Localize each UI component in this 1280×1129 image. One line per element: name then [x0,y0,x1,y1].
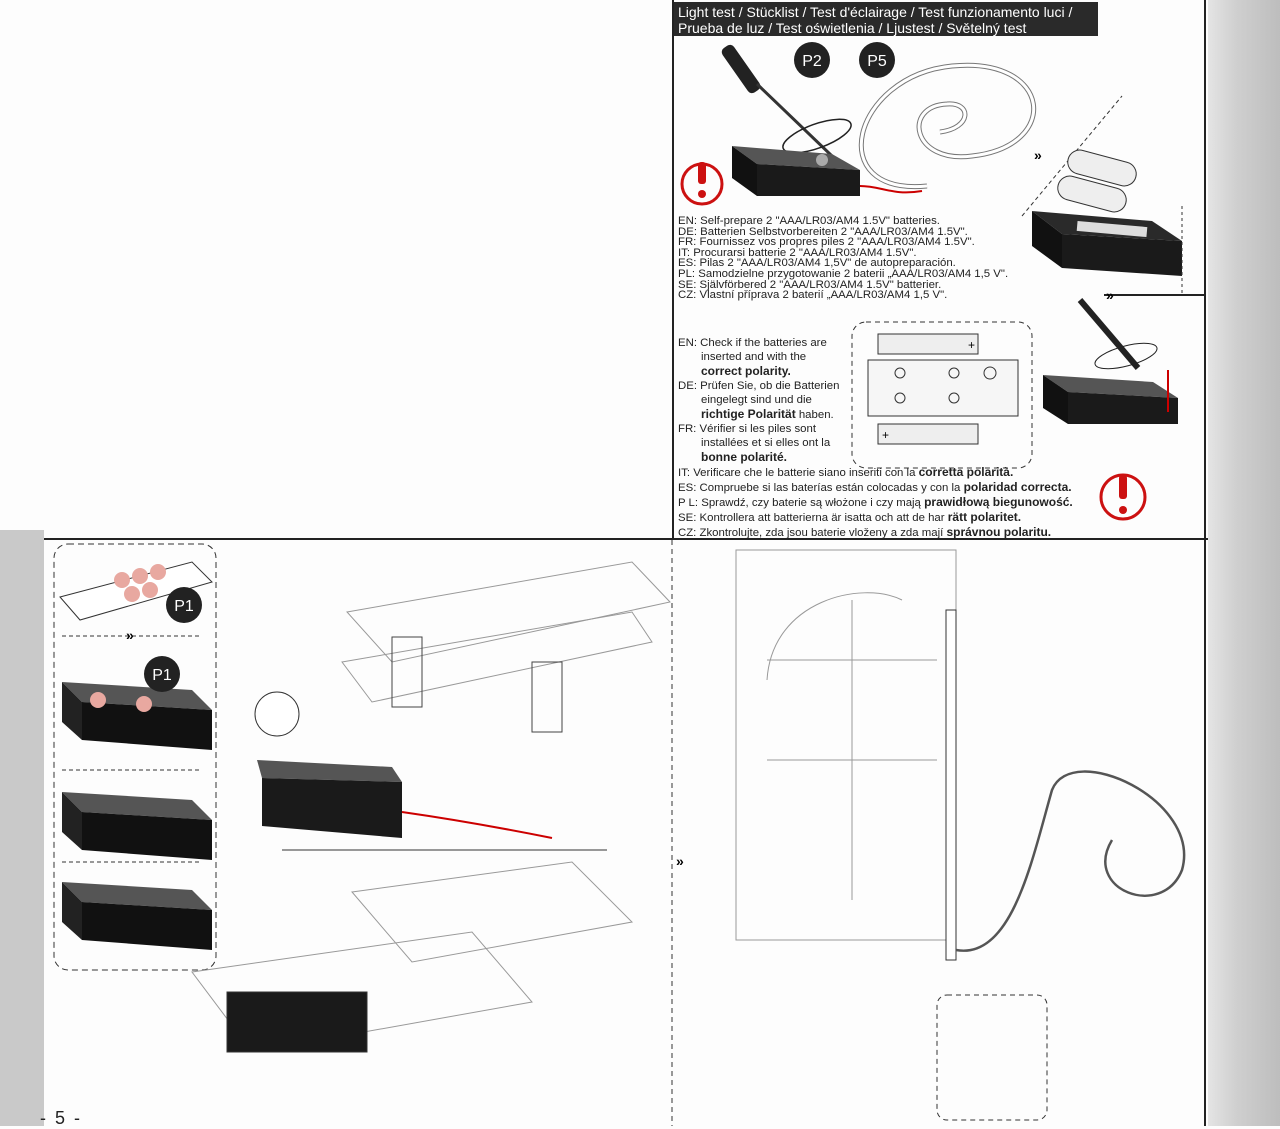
p2-badge: P2 [794,42,830,78]
battery-text-de: DE: Batterien Selbstvorbereiten 2 "AAA/L… [678,225,968,238]
battery-text-pl: PL: Samodzielne przygotowanie 2 baterii … [678,267,1009,280]
battery-holder-icon [867,359,1019,417]
closed-box-icon [1043,298,1178,424]
battery-bottom-icon: + [877,423,979,445]
header-line-1: Light test / Stücklist / Test d'éclairag… [678,4,1073,20]
polarity-fr-1: FR: Vérifier si les piles sont [678,423,816,435]
controller-box-icon [732,146,923,196]
svg-text:P5: P5 [867,53,887,70]
sticker-sheet-icon [59,561,213,621]
polarity-fr-2: installées et si elles ont la [701,437,831,449]
polarity-es-b: polaridad correcta. [963,480,1072,494]
polarity-it-a: IT: Verificare che le batterie siano ins… [678,467,919,479]
step-box-2 [62,792,212,860]
panel-border-right [1204,0,1206,1126]
svg-text:P2: P2 [802,53,822,70]
battery-pair-icon [1057,149,1137,213]
p1-badge-2: P1 [144,656,180,692]
left-margin-band [0,530,44,1126]
led-channel [945,609,957,961]
page-edge-shadow [1208,0,1280,1126]
battery-text-cz: CZ: Vlastní příprava 2 baterií „AAA/LR03… [678,289,948,302]
polarity-de-1: DE: Prüfen Sie, ob die Batterien [678,380,840,392]
detail-callout [936,994,1048,1121]
battery-text-it: IT: Procurarsi batterie 2 "AAA/LR03/AM4 … [678,246,917,259]
step-box-3 [62,882,212,950]
light-test-header: Light test / Stücklist / Test d'éclairag… [674,2,1098,36]
screwdriver-icon [721,44,852,158]
svg-text:P1: P1 [152,667,172,684]
svg-text:»: » [676,853,684,869]
svg-text:»: » [1106,287,1114,303]
warning-icon [1099,473,1147,521]
window-scene-illustration: » [671,540,1186,1126]
battery-instructions: EN: Self-prepare 2 "AAA/LR03/AM4 1.5V" b… [678,216,1008,301]
polarity-de-3a: richtige Polarität [701,407,796,421]
polarity-en-2: inserted and with the [701,351,807,363]
polarity-cz-b: správnou polaritu. [946,525,1052,539]
svg-text:P1: P1 [174,598,194,615]
window-frame-sketch [735,549,957,941]
panel-divider-vertical [672,0,674,540]
panel-divider-horizontal [44,538,1208,540]
open-battery-box-icon [1032,211,1182,276]
battery-text-se: SE: Självförbered 2 "AAA/LR03/AM4 1.5V" … [678,278,942,291]
step-divider [1104,294,1204,296]
polarity-pl-a: P L: Sprawdź, czy baterie są włożone i c… [678,497,925,509]
battery-text-en: EN: Self-prepare 2 "AAA/LR03/AM4 1.5V" b… [678,215,940,227]
polarity-en-3: correct polarity. [701,364,791,378]
polarity-cz-a: CZ: Zkontrolujte, zda jsou baterie vlože… [678,527,947,539]
svg-text:+: + [968,338,975,352]
step-box-1 [62,682,212,750]
polarity-se-b: rätt polaritet. [947,510,1022,524]
warning-icon [680,162,724,206]
p1-badge: P1 [166,587,202,623]
polarity-fr-3: bonne polarité. [701,450,788,464]
p5-badge: P5 [859,42,895,78]
svg-text:»: » [126,627,134,643]
battery-top-icon: + [877,333,979,355]
header-line-2: Prueba de luz / Test oświetlenia / Ljust… [678,20,1027,36]
svg-text:»: » [1034,147,1042,163]
frame-sketch-top [341,561,671,733]
frame-sketch-bottom [191,861,634,1053]
polarity-diagram: + + [851,298,1178,521]
battery-text-fr: FR: Fournissez vos propres piles 2 "AAA/… [678,236,975,249]
svg-text:+: + [882,428,889,442]
battery-box-main-icon [254,691,553,839]
polarity-se-a: SE: Kontrollera att batterierna är isatt… [678,512,948,524]
assembly-steps-illustration: P1 » P1 [53,543,671,1053]
polarity-de-3b: haben. [795,409,834,421]
light-test-illustration: P2 P5 » » [680,42,1183,303]
polarity-es-a: ES: Compruebe si las baterías están colo… [678,482,964,494]
polarity-instructions: EN: Check if the batteries are inserted … [678,336,1073,540]
page-number: - 5 - [40,1108,83,1128]
polarity-pl-b: prawidłową biegunowość. [924,495,1073,509]
led-strip-spiral [858,62,1037,190]
polarity-de-2: eingelegt sind und die [701,394,812,406]
battery-text-es: ES: Pilas 2 "AAA/LR03/AM4 1,5V" de autop… [678,257,956,270]
led-strip-cable [955,770,1186,952]
polarity-en-1: EN: Check if the batteries are [678,337,827,349]
